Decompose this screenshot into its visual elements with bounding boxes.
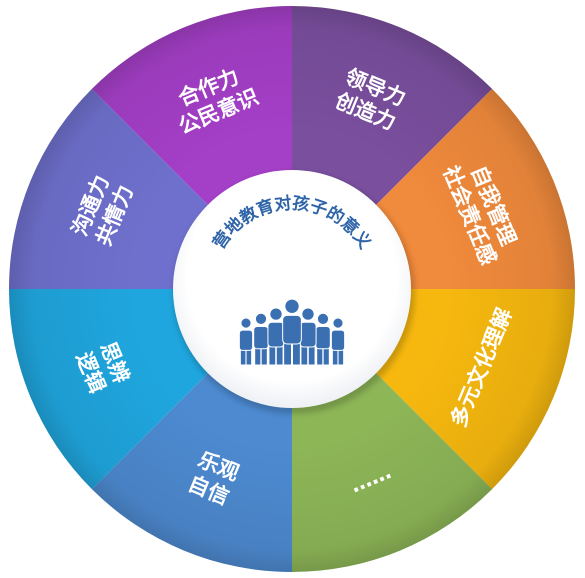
center-hub <box>173 170 411 408</box>
group-of-people-icon <box>238 298 346 366</box>
person-figure <box>315 312 331 366</box>
person-figure <box>330 317 346 366</box>
person-figure <box>238 317 254 366</box>
person-figure <box>267 307 285 366</box>
person-figure <box>282 298 302 366</box>
person-figure <box>253 312 269 366</box>
person-figure <box>299 307 317 366</box>
